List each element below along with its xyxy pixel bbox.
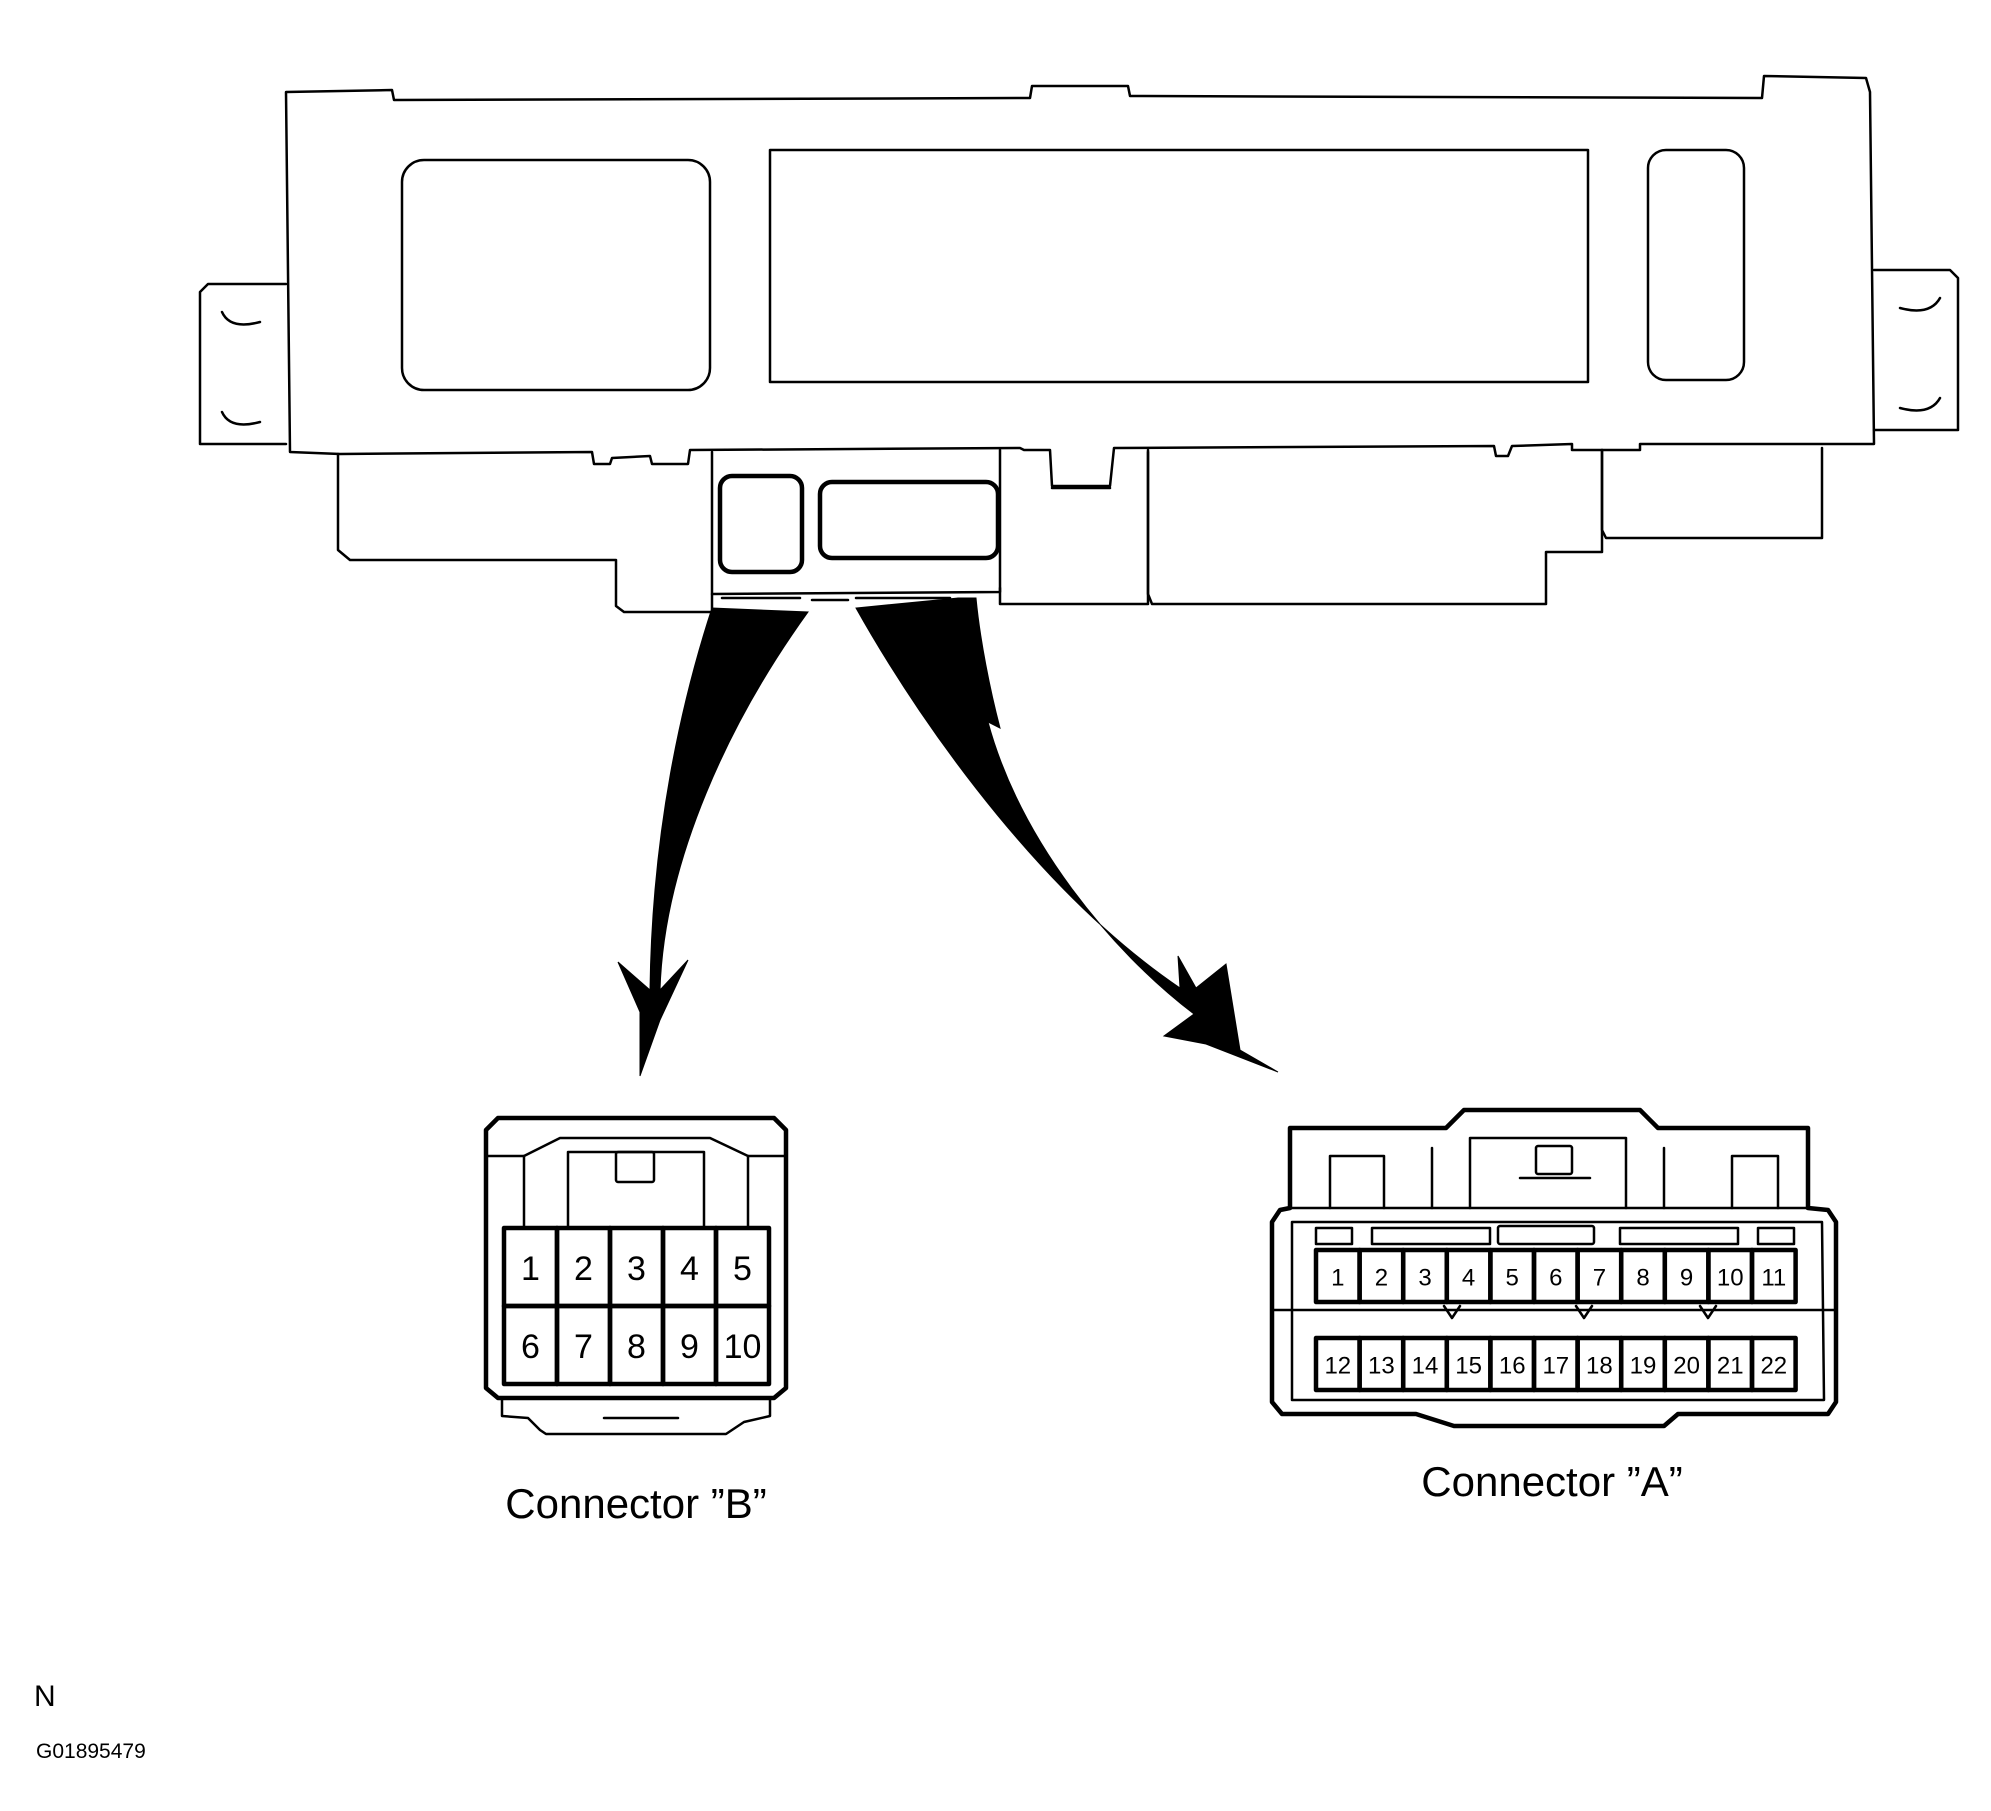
- pin-number: 14: [1412, 1353, 1439, 1380]
- pin-number: 10: [1717, 1265, 1744, 1292]
- arrows: [617, 597, 1279, 1077]
- pin-number: 2: [1375, 1265, 1388, 1292]
- keying-notch: [1698, 1304, 1718, 1320]
- pin-number: 7: [1593, 1265, 1606, 1292]
- pin-cell: 4: [660, 1225, 719, 1309]
- right-window: [1646, 148, 1746, 382]
- left-mounting-ear: [198, 282, 288, 446]
- pin-cell: 16: [1488, 1335, 1537, 1393]
- pin-cell: 17: [1531, 1335, 1580, 1393]
- connector-b-latch: [614, 1150, 656, 1184]
- center-display-window: [768, 148, 1590, 384]
- pin-cell: 6: [501, 1303, 560, 1387]
- pin-number: 1: [521, 1250, 540, 1288]
- pin-cell: 2: [554, 1225, 613, 1309]
- arrow-to-connector-b: [617, 607, 809, 1077]
- pin-cell: 5: [1488, 1247, 1537, 1305]
- pin-cell: 8: [1618, 1247, 1668, 1305]
- pin-cell: 12: [1313, 1335, 1362, 1393]
- pin-number: 8: [1636, 1265, 1649, 1292]
- pin-cell: 7: [1575, 1247, 1624, 1305]
- connector-a-latch: [1534, 1144, 1574, 1176]
- pin-cell: 3: [607, 1225, 666, 1309]
- pin-cell: 10: [1706, 1247, 1755, 1305]
- socket-b: [717, 473, 805, 575]
- figure-code: G01895479: [36, 1740, 146, 1763]
- pin-box: [713, 1303, 772, 1387]
- keying-notch: [1574, 1304, 1594, 1320]
- control-panel-unit: [198, 74, 1960, 614]
- arrow-to-connector-a: [855, 597, 1279, 1073]
- pin-number: 20: [1673, 1353, 1700, 1380]
- right-mounting-ear: [1872, 268, 1960, 432]
- pin-number: 3: [1418, 1265, 1431, 1292]
- keying-notch: [1442, 1304, 1462, 1320]
- pin-box: [1749, 1247, 1798, 1305]
- pin-cell: 11: [1749, 1247, 1798, 1305]
- pin-number: 5: [1506, 1265, 1519, 1292]
- connector-a-caption: Connector ”A”: [1421, 1458, 1682, 1505]
- pin-number: 6: [521, 1328, 540, 1366]
- pin-cell: 22: [1749, 1335, 1798, 1393]
- left-window: [400, 158, 712, 392]
- pin-cell: 8: [607, 1303, 666, 1387]
- pin-number: 3: [627, 1250, 646, 1288]
- pin-number: 9: [1680, 1265, 1693, 1292]
- pin-cell: 5: [713, 1225, 772, 1309]
- connector-a-housing: [1269, 1107, 1839, 1429]
- pin-cell: 9: [1662, 1247, 1711, 1305]
- pin-cell: 1: [1313, 1247, 1362, 1305]
- pin-number: 12: [1324, 1353, 1351, 1380]
- pin-number: 17: [1542, 1353, 1569, 1380]
- pin-cell: 6: [1531, 1247, 1580, 1305]
- pin-number: 21: [1717, 1353, 1744, 1380]
- pin-cell: 20: [1662, 1335, 1711, 1393]
- pin-number: 9: [680, 1328, 699, 1366]
- pin-cell: 14: [1400, 1335, 1450, 1393]
- pin-number: 10: [724, 1328, 762, 1366]
- pin-cell: 9: [660, 1303, 719, 1387]
- pin-box: [1749, 1335, 1798, 1393]
- pin-number: 7: [574, 1328, 593, 1366]
- pin-number: 6: [1549, 1265, 1562, 1292]
- pin-number: 11: [1761, 1265, 1786, 1292]
- pin-number: 2: [574, 1250, 593, 1288]
- pin-cell: 2: [1357, 1247, 1406, 1305]
- pin-number: 22: [1760, 1353, 1787, 1380]
- pin-number: 4: [1462, 1265, 1475, 1292]
- panel-body: [284, 74, 1876, 488]
- connector-b-housing: [483, 1115, 789, 1401]
- pin-number: 13: [1368, 1353, 1395, 1380]
- pin-cell: 19: [1618, 1335, 1668, 1393]
- pin-number: 4: [680, 1250, 699, 1288]
- pin-cell: 1: [501, 1225, 560, 1309]
- pin-number: 15: [1455, 1353, 1482, 1380]
- footer-letter: N: [34, 1680, 56, 1713]
- pin-cell: 21: [1706, 1335, 1755, 1393]
- pin-number: 5: [733, 1250, 752, 1288]
- pin-cell: 7: [554, 1303, 613, 1387]
- pin-cell: 10: [713, 1303, 772, 1387]
- pin-number: 8: [627, 1328, 646, 1366]
- pin-cell: 4: [1444, 1247, 1493, 1305]
- pin-cell: 13: [1357, 1335, 1406, 1393]
- pin-number: 1: [1331, 1265, 1344, 1292]
- socket-a: [817, 479, 1001, 561]
- pin-cell: 3: [1400, 1247, 1450, 1305]
- lower-housing: [336, 448, 1002, 614]
- pin-cell: 18: [1575, 1335, 1624, 1393]
- connector-b-caption: Connector ”B”: [505, 1480, 766, 1527]
- pin-cell: 15: [1444, 1335, 1493, 1393]
- pin-number: 19: [1630, 1353, 1657, 1380]
- pin-number: 16: [1499, 1353, 1526, 1380]
- pin-number: 18: [1586, 1353, 1613, 1380]
